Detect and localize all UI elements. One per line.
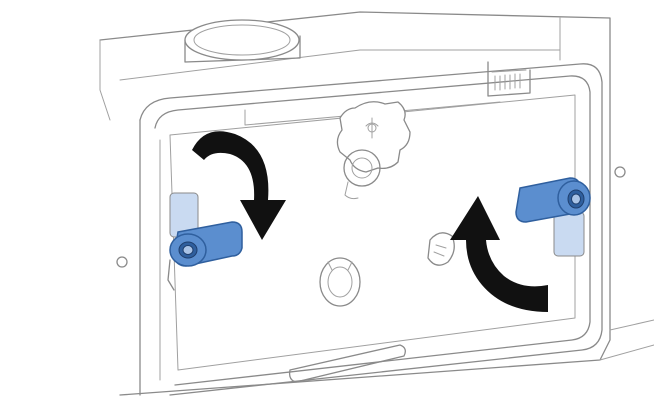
housing-screw-hole-left: [116, 256, 128, 268]
top-cylinder: [184, 19, 301, 63]
connector: [487, 61, 531, 97]
curved-arrow-counterclockwise-up-icon: [450, 196, 548, 312]
screw-socket-icon: [319, 257, 361, 307]
right-latch[interactable]: [515, 177, 591, 223]
left-latch[interactable]: [167, 221, 243, 291]
housing-body: [99, 11, 654, 396]
cover-frame: [139, 63, 603, 396]
grip-knob-icon: [336, 101, 411, 173]
right-socket: [427, 232, 455, 266]
secondary-socket: [343, 149, 381, 200]
bottom-slot: [288, 344, 406, 383]
curved-arrow-clockwise-down-icon: [192, 131, 286, 240]
housing-screw-hole-right: [614, 166, 626, 178]
right-latch-slot: [553, 211, 585, 257]
